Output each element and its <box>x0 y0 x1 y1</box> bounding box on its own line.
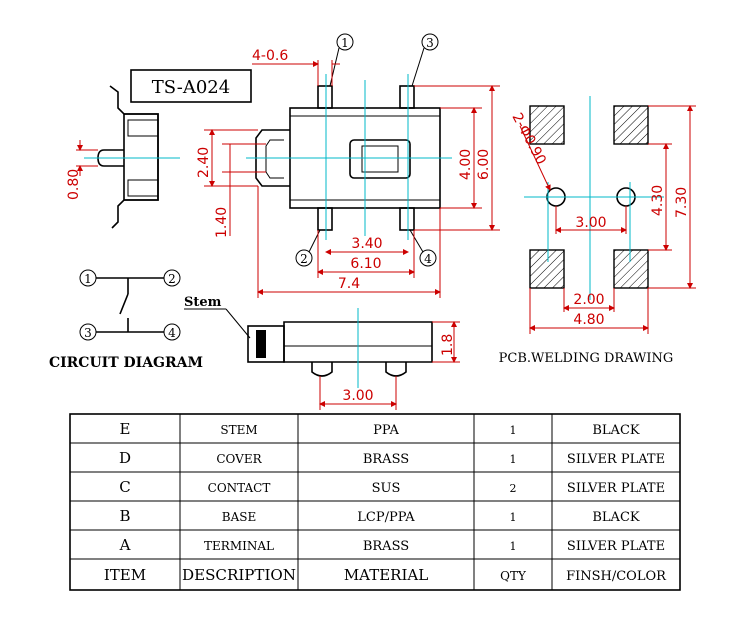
svg-text:B: B <box>119 507 130 525</box>
svg-text:QTY: QTY <box>500 569 527 583</box>
model-text: TS-A024 <box>152 77 230 98</box>
svg-text:SILVER PLATE: SILVER PLATE <box>567 452 665 467</box>
side-view: 0.80 <box>66 85 180 229</box>
svg-text:STEM: STEM <box>220 423 257 437</box>
svg-text:BLACK: BLACK <box>592 510 640 525</box>
svg-text:C: C <box>119 478 130 496</box>
table-row: C CONTACT SUS 2 SILVER PLATE <box>119 478 665 496</box>
svg-text:2: 2 <box>168 272 176 286</box>
model-label: TS-A024 <box>130 69 252 103</box>
dim-4-00: 4.00 <box>458 149 474 180</box>
svg-text:BLACK: BLACK <box>592 423 640 438</box>
dim-6-00: 6.00 <box>476 149 492 180</box>
svg-text:1: 1 <box>510 511 517 524</box>
svg-text:BRASS: BRASS <box>363 452 409 467</box>
pin-2-label: 2 <box>300 252 308 266</box>
dim-3-40: 3.40 <box>351 236 382 252</box>
dim-7-4: 7.4 <box>338 276 360 292</box>
dim-1-40: 1.40 <box>214 207 230 238</box>
svg-text:BRASS: BRASS <box>363 539 409 554</box>
pin-3-label: 3 <box>426 36 434 50</box>
pcb-title: PCB.WELDING DRAWING <box>499 351 674 366</box>
dim-pcb-4-80: 4.80 <box>573 312 604 328</box>
dim-6-10: 6.10 <box>350 256 381 272</box>
svg-text:1: 1 <box>84 272 92 286</box>
svg-text:3: 3 <box>84 326 92 340</box>
dim-pcb-7-30: 7.30 <box>674 187 690 218</box>
dim-2-40: 2.40 <box>196 147 212 178</box>
dim-1-8: 1.8 <box>440 334 456 356</box>
svg-text:MATERIAL: MATERIAL <box>344 566 428 584</box>
parts-table: E STEM PPA 1 BLACK D COVER BRASS 1 SILVE… <box>69 413 681 591</box>
top-view: 1 3 2 4 4-0.6 2.40 1.40 4.00 6.00 <box>196 33 500 298</box>
table-header-row: ITEM DESCRIPTION MATERIAL QTY FINSH/COLO… <box>104 566 667 584</box>
svg-text:DESCRIPTION: DESCRIPTION <box>182 566 296 584</box>
table-row: D COVER BRASS 1 SILVER PLATE <box>119 449 665 467</box>
dim-pcb-4-30: 4.30 <box>650 185 666 216</box>
svg-text:A: A <box>119 536 131 554</box>
circuit-diagram: 1 2 3 4 CIRCUIT DIAGRAM <box>49 269 203 371</box>
svg-text:PPA: PPA <box>373 423 399 438</box>
svg-text:SILVER PLATE: SILVER PLATE <box>567 539 665 554</box>
dim-pcb-3-00: 3.00 <box>575 215 606 231</box>
dim-4-0-6: 4-0.6 <box>252 48 288 64</box>
svg-text:SUS: SUS <box>372 481 401 496</box>
svg-text:1: 1 <box>510 453 517 466</box>
svg-text:E: E <box>120 420 131 438</box>
svg-text:D: D <box>119 449 131 467</box>
svg-text:TERMINAL: TERMINAL <box>204 539 274 553</box>
svg-text:LCP/PPA: LCP/PPA <box>357 510 415 525</box>
svg-text:FINSH/COLOR: FINSH/COLOR <box>566 569 667 584</box>
pin-4-label: 4 <box>424 252 432 266</box>
table-row: B BASE LCP/PPA 1 BLACK <box>119 507 639 525</box>
svg-text:1: 1 <box>510 424 517 437</box>
circuit-title: CIRCUIT DIAGRAM <box>49 355 203 371</box>
svg-text:BASE: BASE <box>222 510 256 524</box>
svg-text:COVER: COVER <box>216 452 262 466</box>
dim-front-3-00: 3.00 <box>342 388 373 404</box>
svg-text:1: 1 <box>510 540 517 553</box>
stem-label: Stem <box>184 295 222 310</box>
dim-pcb-2-00: 2.00 <box>573 292 604 308</box>
svg-text:CONTACT: CONTACT <box>208 481 271 495</box>
pcb-view: 2-Φ0.90 3.00 4.30 7.30 2.00 4.80 PCB.WEL… <box>499 96 696 366</box>
table-row: E STEM PPA 1 BLACK <box>120 420 640 438</box>
svg-text:2: 2 <box>510 482 517 495</box>
svg-text:SILVER PLATE: SILVER PLATE <box>567 481 665 496</box>
table-row: A TERMINAL BRASS 1 SILVER PLATE <box>119 536 666 554</box>
dim-0-80: 0.80 <box>66 169 82 200</box>
pin-1-label: 1 <box>341 36 349 50</box>
svg-text:ITEM: ITEM <box>104 566 146 584</box>
svg-text:4: 4 <box>168 326 176 340</box>
front-view: Stem 1.8 3.00 <box>184 295 460 410</box>
